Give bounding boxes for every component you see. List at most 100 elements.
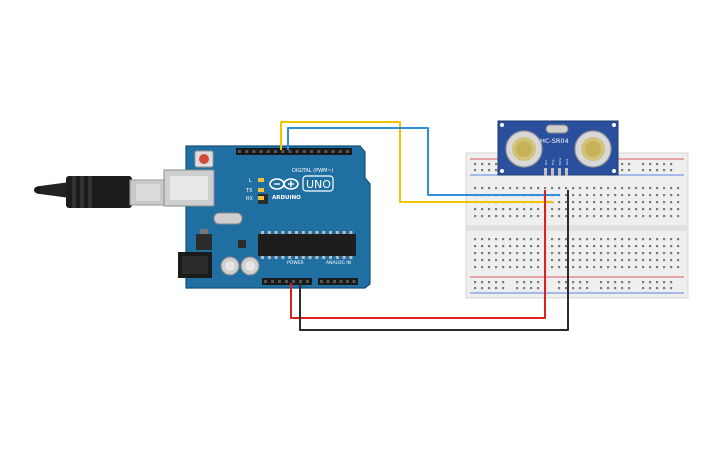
breadboard-hole [656, 163, 659, 166]
breadboard-hole [488, 252, 491, 255]
breadboard-hole [523, 281, 526, 284]
breadboard-hole [642, 245, 645, 248]
breadboard-hole [593, 201, 596, 204]
breadboard-hole [530, 245, 533, 248]
header-pin [299, 280, 302, 283]
breadboard-hole [474, 215, 477, 218]
breadboard-hole [614, 201, 617, 204]
breadboard-hole [677, 238, 680, 241]
breadboard-hole [579, 194, 582, 197]
breadboard-hole [565, 252, 568, 255]
breadboard-hole [579, 187, 582, 190]
breadboard-hole [502, 259, 505, 262]
breadboard-hole [586, 266, 589, 269]
breadboard-hole [495, 215, 498, 218]
breadboard-hole [649, 208, 652, 211]
breadboard-hole [558, 208, 561, 211]
breadboard-hole [558, 187, 561, 190]
transducer-left [505, 130, 543, 168]
breadboard-hole [677, 252, 680, 255]
breadboard-hole [565, 208, 568, 211]
breadboard-hole [502, 208, 505, 211]
chip-pin [342, 231, 346, 234]
breadboard-hole [621, 163, 624, 166]
breadboard-hole [516, 238, 519, 241]
breadboard-hole [523, 187, 526, 190]
breadboard-hole [586, 215, 589, 218]
breadboard-hole [642, 281, 645, 284]
breadboard-hole [649, 187, 652, 190]
header-pin [295, 150, 299, 153]
breadboard-hole [656, 245, 659, 248]
breadboard-hole [628, 187, 631, 190]
breadboard-hole [530, 259, 533, 262]
breadboard-hole [572, 266, 575, 269]
breadboard-hole [663, 281, 666, 284]
digital-header [236, 148, 352, 155]
breadboard-hole [558, 252, 561, 255]
breadboard-hole [523, 208, 526, 211]
breadboard-hole [530, 266, 533, 269]
transducer-right [574, 130, 612, 168]
breadboard-hole [481, 215, 484, 218]
chip-pin [308, 231, 312, 234]
breadboard-hole [600, 252, 603, 255]
breadboard-hole [656, 208, 659, 211]
header-pin [326, 280, 330, 283]
breadboard-hole [621, 287, 624, 290]
breadboard-hole [593, 194, 596, 197]
breadboard-hole [621, 215, 624, 218]
breadboard-hole [649, 252, 652, 255]
breadboard-hole [593, 266, 596, 269]
breadboard-hole [628, 201, 631, 204]
breadboard-hole [530, 287, 533, 290]
breadboard-hole [635, 238, 638, 241]
breadboard-hole [488, 238, 491, 241]
breadboard [465, 152, 689, 299]
breadboard-hole [621, 252, 624, 255]
breadboard-hole [551, 208, 554, 211]
wires [280, 121, 569, 331]
breadboard-hole [495, 266, 498, 269]
breadboard-hole [586, 259, 589, 262]
breadboard-hole [537, 266, 540, 269]
breadboard-hole [656, 201, 659, 204]
breadboard-hole [474, 238, 477, 241]
breadboard-hole [642, 208, 645, 211]
header-pin [317, 150, 321, 153]
breadboard-hole [530, 187, 533, 190]
breadboard-hole [474, 266, 477, 269]
breadboard-hole [537, 287, 540, 290]
breadboard-hole [656, 259, 659, 262]
header-pin [306, 280, 309, 283]
breadboard-hole [572, 215, 575, 218]
breadboard-hole [656, 194, 659, 197]
breadboard-hole [670, 169, 673, 172]
breadboard-hole [663, 266, 666, 269]
breadboard-hole [628, 215, 631, 218]
header-pin [285, 280, 288, 283]
breadboard-hole [572, 287, 575, 290]
breadboard-hole [474, 252, 477, 255]
header-pin [324, 150, 328, 153]
breadboard-hole [600, 194, 603, 197]
chip-pin [322, 231, 326, 234]
chip-pin [261, 231, 264, 234]
breadboard-hole [572, 187, 575, 190]
breadboard-hole [635, 266, 638, 269]
chip-pin [322, 256, 326, 259]
breadboard-hole [614, 245, 617, 248]
breadboard-hole [656, 215, 659, 218]
breadboard-hole [551, 266, 554, 269]
breadboard-hole [579, 266, 582, 269]
chip-pin [335, 256, 339, 259]
breadboard-hole [523, 259, 526, 262]
breadboard-hole [677, 201, 680, 204]
breadboard-hole [558, 245, 561, 248]
breadboard-hole [572, 201, 575, 204]
breadboard-hole [537, 252, 540, 255]
breadboard-hole [523, 287, 526, 290]
wire-yellow [280, 121, 553, 203]
breadboard-hole [481, 259, 484, 262]
